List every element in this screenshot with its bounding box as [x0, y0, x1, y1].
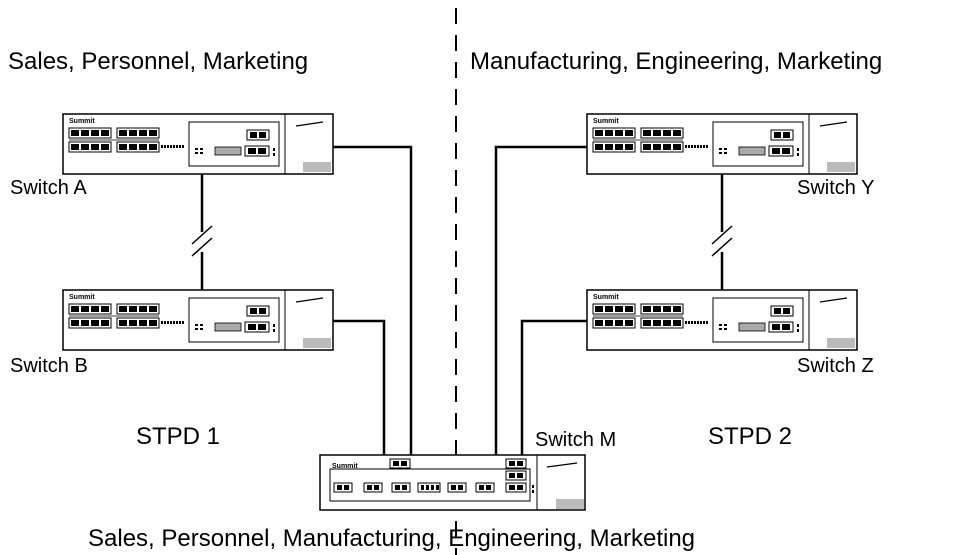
domain-label-bottom: Sales, Personnel, Manufacturing, Enginee…	[88, 525, 696, 552]
brand-label-a: Summit	[69, 118, 95, 125]
stpd-2-label: STPD 2	[708, 423, 793, 450]
brand-label-b: Summit	[69, 294, 95, 301]
domain-label-right: Manufacturing, Engineering, Marketing	[470, 48, 883, 75]
switch-b-label: Switch B	[10, 355, 88, 377]
switch-y-label: Switch Y	[797, 177, 875, 199]
switch-z-device	[586, 289, 858, 351]
links	[200, 145, 724, 458]
switch-m-device	[319, 454, 586, 511]
switch-a-device	[62, 113, 334, 175]
brand-label-m: Summit	[332, 463, 358, 470]
switch-z-label: Switch Z	[797, 355, 874, 377]
switch-b-device	[62, 289, 334, 351]
link-break-marks	[191, 225, 733, 257]
domain-label-left: Sales, Personnel, Marketing	[8, 48, 309, 75]
brand-label-z: Summit	[593, 294, 619, 301]
stpd-1-label: STPD 1	[136, 423, 221, 450]
switch-m-label: Switch M	[535, 429, 617, 451]
switch-a-label: Switch A	[10, 177, 87, 199]
brand-label-y: Summit	[593, 118, 619, 125]
switch-y-device	[586, 113, 858, 175]
